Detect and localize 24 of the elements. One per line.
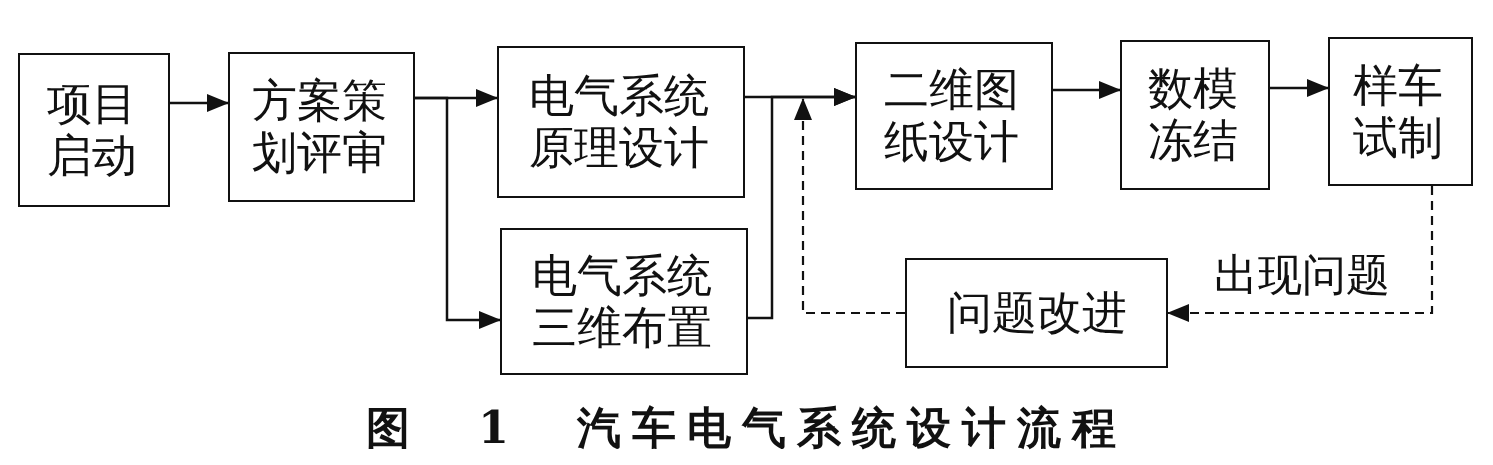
step-label: 问题改进 <box>946 287 1127 339</box>
arrow <box>170 94 229 112</box>
arrow <box>1053 81 1121 99</box>
arrow <box>415 96 501 329</box>
arrow <box>1270 79 1329 97</box>
step-label: 数模冻结 <box>1147 63 1239 167</box>
step-label: 二维图纸设计 <box>884 64 1021 168</box>
step-label: 项目启动 <box>46 78 138 182</box>
figure-caption: 图 1 汽车电气系统设计流程 <box>366 402 1127 455</box>
step-label: 方案策划评审 <box>251 75 388 179</box>
dashed-arrow <box>794 98 905 315</box>
step-label: 样车试制 <box>1353 59 1445 164</box>
dashed-arrow <box>1167 186 1434 322</box>
process-box <box>1120 40 1270 190</box>
step-label: 电气系统原理设计 <box>528 70 710 174</box>
process-box <box>497 46 745 198</box>
process-box <box>18 53 170 207</box>
process-box <box>500 228 748 375</box>
process-box <box>855 42 1053 190</box>
process-box <box>228 52 415 202</box>
process-box <box>1328 37 1473 186</box>
arrow <box>748 88 856 320</box>
step-label: 电气系统三维布置 <box>531 249 713 354</box>
process-box <box>905 258 1168 368</box>
